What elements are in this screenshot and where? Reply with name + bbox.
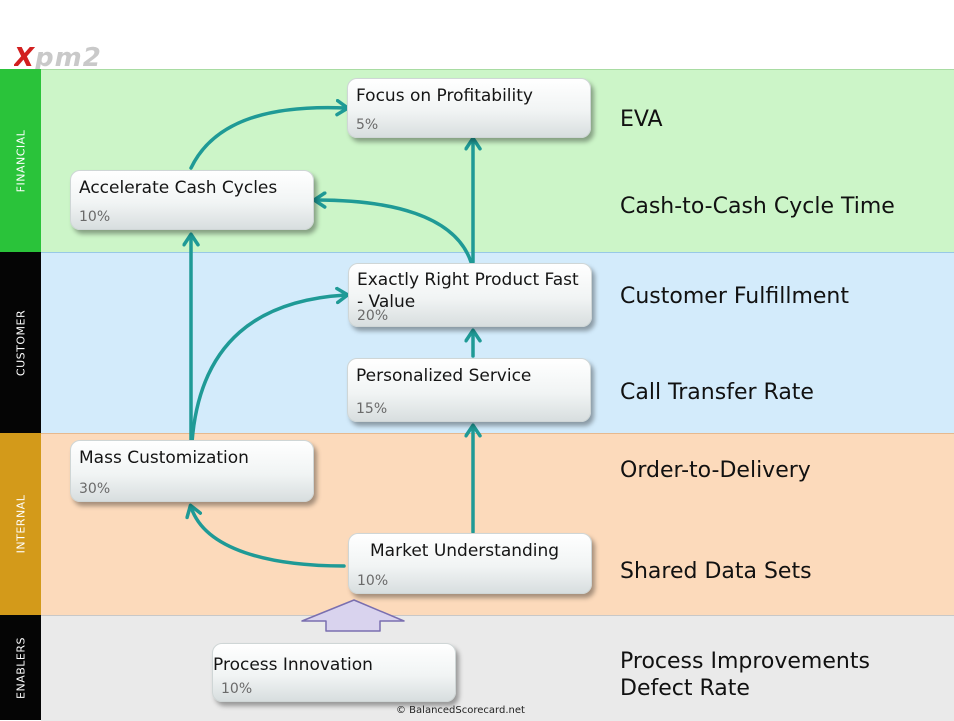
enablers-band bbox=[41, 615, 954, 721]
arrow-right-product-to-cash bbox=[312, 191, 473, 264]
copyright-footer: © BalancedScorecard.net bbox=[396, 705, 525, 716]
objective-market-understanding[interactable]: Market Understanding 10% bbox=[348, 533, 592, 594]
enablers-tab: ENABLERS bbox=[0, 615, 41, 720]
measure-cash-to-cash: Cash-to-Cash Cycle Time bbox=[620, 194, 895, 219]
arrow-mass-to-right-product bbox=[190, 286, 350, 444]
financial-tab: FINANCIAL bbox=[0, 69, 41, 252]
objective-accelerate-cash-cycles[interactable]: Accelerate Cash Cycles 10% bbox=[70, 170, 314, 230]
pm2-logo: Xpm2 bbox=[14, 46, 102, 70]
measure-defect-rate: Defect Rate bbox=[620, 676, 750, 701]
measure-process-improvements: Process Improvements bbox=[620, 649, 870, 674]
measure-shared-data-sets: Shared Data Sets bbox=[620, 559, 812, 584]
objective-mass-customization[interactable]: Mass Customization 30% bbox=[70, 440, 314, 502]
arrow-market-to-mass bbox=[185, 503, 346, 568]
internal-tab: INTERNAL bbox=[0, 433, 41, 615]
objective-personalized-service[interactable]: Personalized Service 15% bbox=[347, 358, 591, 422]
measure-order-to-delivery: Order-to-Delivery bbox=[620, 458, 811, 483]
objective-focus-on-profitability[interactable]: Focus on Profitability 5% bbox=[347, 78, 591, 138]
arrow-cash-to-profitability bbox=[189, 98, 350, 170]
measure-eva: EVA bbox=[620, 107, 663, 132]
objective-exactly-right-product[interactable]: Exactly Right Product Fast - Value 20% bbox=[348, 263, 592, 327]
measure-call-transfer-rate: Call Transfer Rate bbox=[620, 380, 814, 405]
measure-customer-fulfillment: Customer Fulfillment bbox=[620, 284, 849, 309]
objective-process-innovation[interactable]: Process Innovation 10% bbox=[212, 643, 456, 702]
customer-tab: CUSTOMER bbox=[0, 252, 41, 433]
